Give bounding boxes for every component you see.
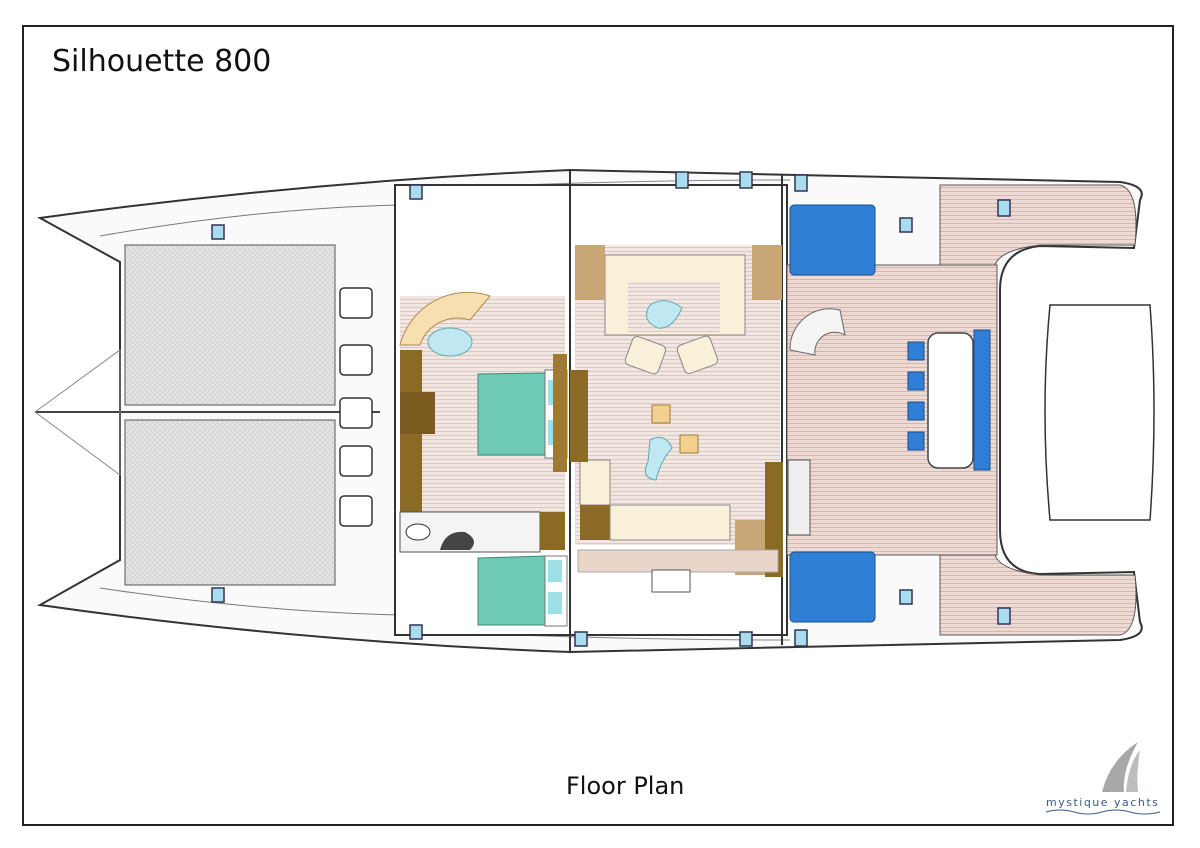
sail-icon (1102, 742, 1138, 792)
stern-deck-port (939, 184, 1137, 266)
page-frame (22, 25, 1174, 826)
floor-plan-caption: Floor Plan (566, 772, 685, 800)
page-title: Silhouette 800 (52, 44, 272, 79)
trampoline-port (124, 244, 336, 406)
stern-deck-starboard (939, 554, 1137, 636)
trampoline-starboard (124, 419, 336, 586)
mystique-yachts-logo (1045, 742, 1161, 815)
tender (1044, 304, 1155, 521)
logo-text: mystique yachts (1046, 796, 1160, 809)
